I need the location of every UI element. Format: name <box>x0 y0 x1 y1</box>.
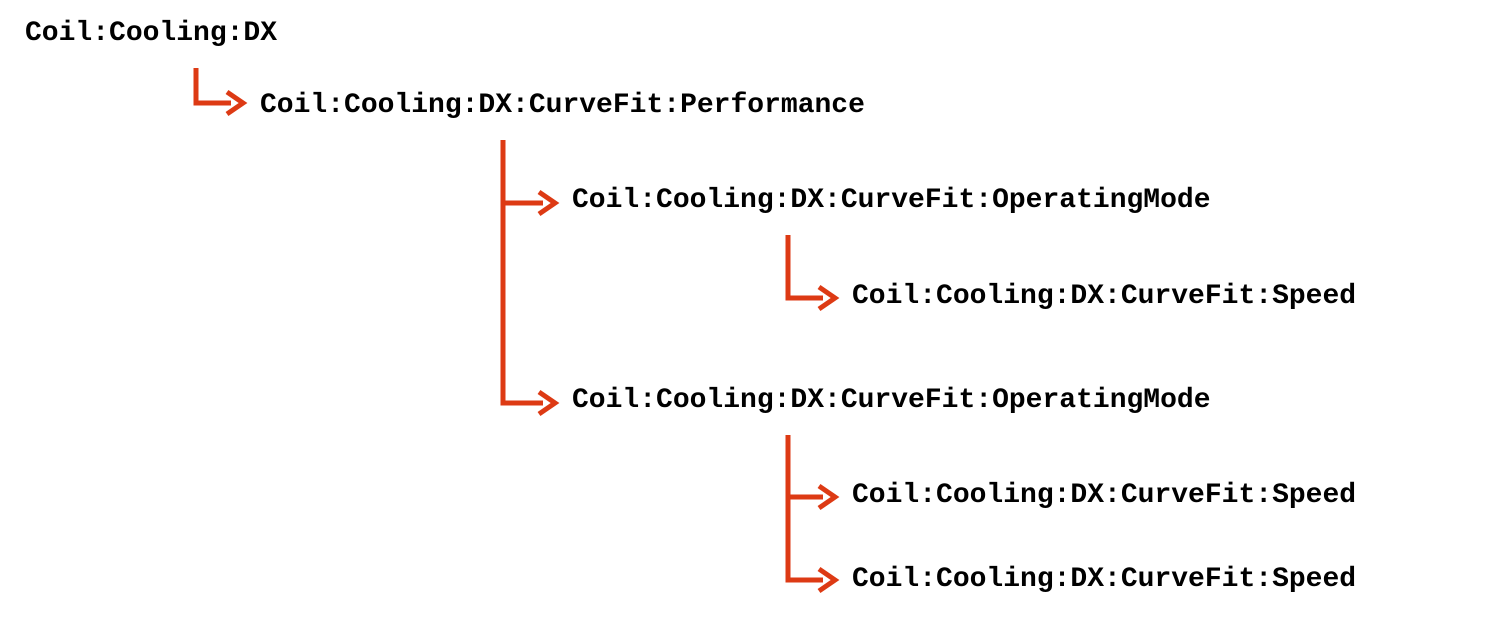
arrowhead-icon <box>817 483 840 511</box>
arrowhead-icon <box>817 284 840 312</box>
node-curvefit-speed-2: Coil:Cooling:DX:CurveFit:Speed <box>852 480 1357 511</box>
connector-arrow-4-to-5 <box>785 435 840 511</box>
connector-arrow-2-to-3 <box>785 235 840 312</box>
connector-line <box>785 235 823 301</box>
connector-line <box>193 68 231 106</box>
connector-line <box>500 140 543 406</box>
arrowhead-icon <box>225 89 248 117</box>
arrowhead-icon <box>537 189 560 217</box>
connector-line <box>785 435 823 583</box>
node-coil-cooling-dx: Coil:Cooling:DX <box>25 18 278 49</box>
node-curvefit-operatingmode-2: Coil:Cooling:DX:CurveFit:OperatingMode <box>572 385 1211 416</box>
connector-arrow-1-to-4 <box>500 140 560 417</box>
connector-arrow-1-to-2 <box>500 140 560 217</box>
connector-line <box>785 435 823 500</box>
node-curvefit-performance: Coil:Cooling:DX:CurveFit:Performance <box>260 90 865 121</box>
arrowhead-icon <box>817 566 840 594</box>
node-curvefit-speed-3: Coil:Cooling:DX:CurveFit:Speed <box>852 564 1357 595</box>
connector-line <box>500 140 543 206</box>
connector-arrow-0-to-1 <box>193 68 248 117</box>
node-curvefit-operatingmode-1: Coil:Cooling:DX:CurveFit:OperatingMode <box>572 185 1211 216</box>
connector-arrow-4-to-6 <box>785 435 840 594</box>
arrowhead-icon <box>537 389 560 417</box>
node-curvefit-speed-1: Coil:Cooling:DX:CurveFit:Speed <box>852 281 1357 312</box>
